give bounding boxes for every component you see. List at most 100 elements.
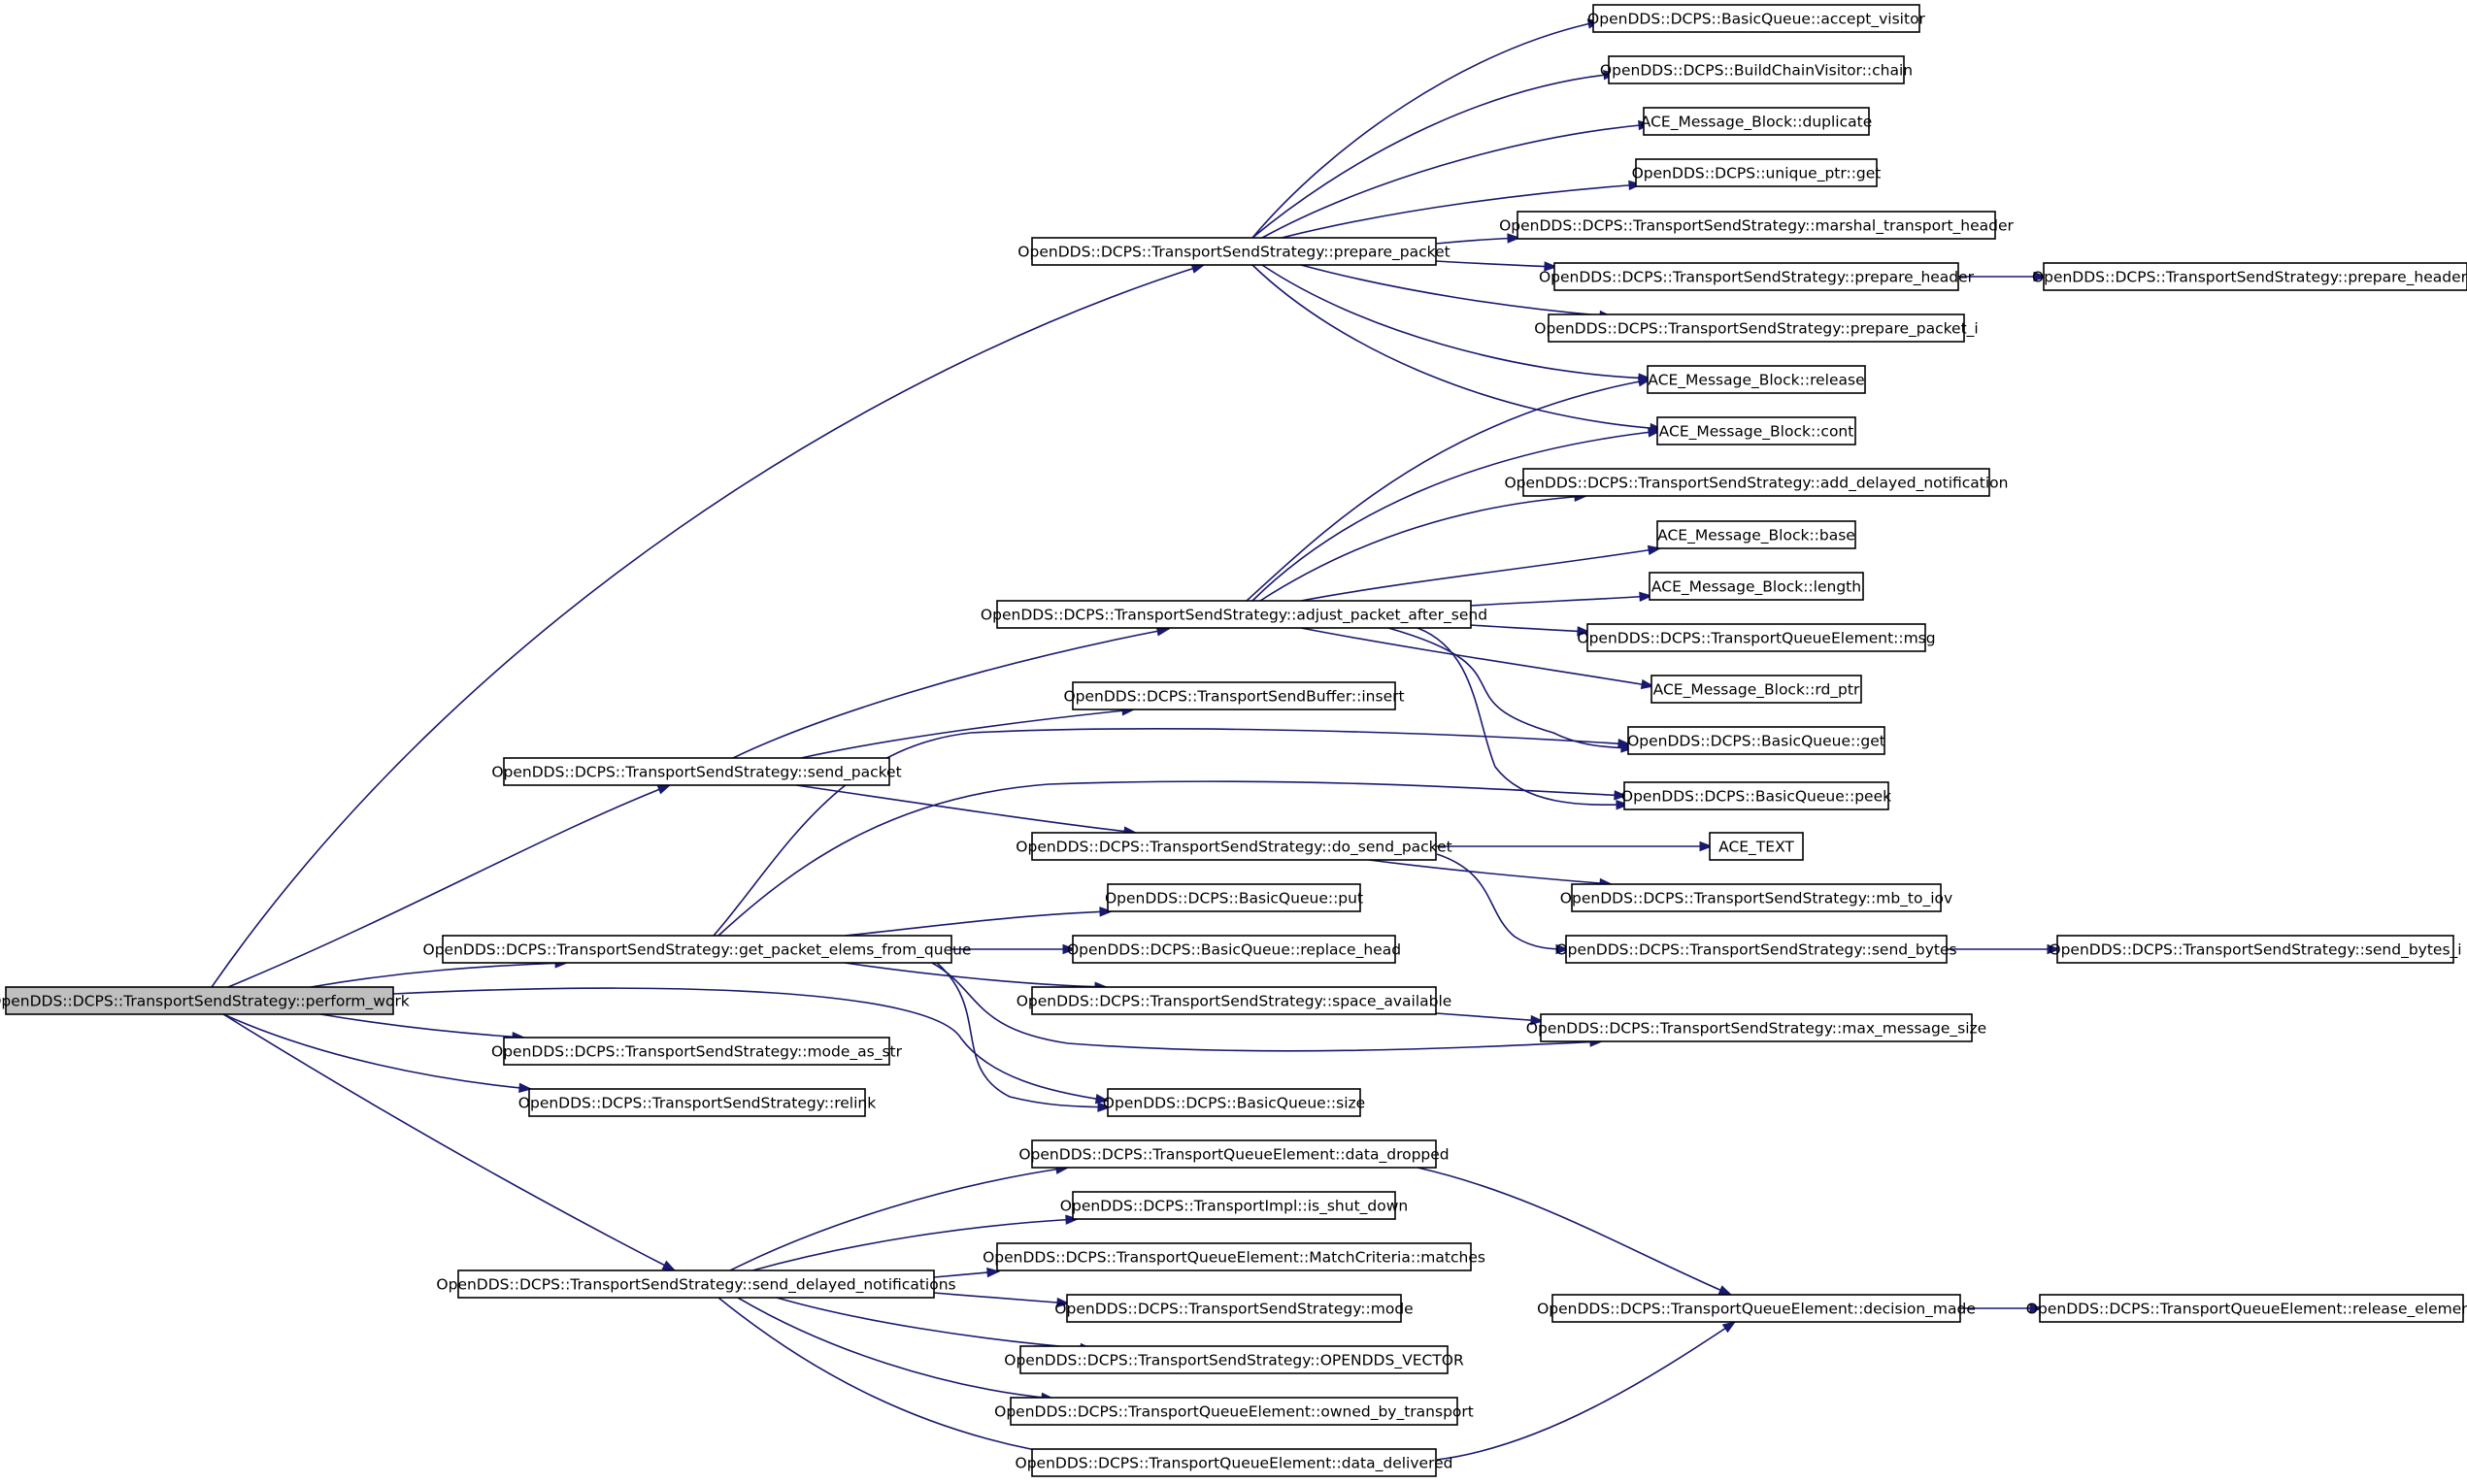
function-node-prepare-header-i[interactable]: OpenDDS::DCPS::TransportSendStrategy::pr… (2032, 262, 2467, 291)
node-box[interactable] (457, 1270, 935, 1299)
node-box[interactable] (503, 757, 890, 786)
function-node-prepare-header[interactable]: OpenDDS::DCPS::TransportSendStrategy::pr… (1539, 262, 1975, 291)
node-box[interactable] (1592, 4, 1920, 33)
function-node-owned-by-transport[interactable]: OpenDDS::DCPS::TransportQueueElement::ow… (994, 1397, 1474, 1426)
node-box[interactable] (1709, 832, 1804, 861)
node-box[interactable] (1107, 883, 1361, 912)
node-label: OpenDDS::DCPS::TransportSendStrategy::se… (1555, 941, 1956, 960)
function-node-ace-text[interactable]: ACE_TEXT (1709, 832, 1804, 861)
node-box[interactable] (1031, 832, 1437, 861)
node-box[interactable] (996, 1242, 1472, 1271)
function-node-add-delayed[interactable]: OpenDDS::DCPS::TransportSendStrategy::ad… (1504, 468, 2009, 497)
node-box[interactable] (1565, 935, 1948, 964)
node-box[interactable] (1031, 1139, 1437, 1169)
function-node-bq-replace-head[interactable]: OpenDDS::DCPS::BasicQueue::replace_head (1067, 935, 1401, 964)
function-node-bq-put[interactable]: OpenDDS::DCPS::BasicQueue::put (1105, 883, 1363, 912)
function-node-opendds-vector[interactable]: OpenDDS::DCPS::TransportSendStrategy::OP… (1004, 1345, 1464, 1374)
function-node-adjust-packet[interactable]: OpenDDS::DCPS::TransportSendStrategy::ad… (981, 600, 1487, 629)
node-label: ACE_Message_Block::cont (1659, 423, 1854, 442)
function-node-prepare-packet[interactable]: OpenDDS::DCPS::TransportSendStrategy::pr… (1017, 237, 1450, 266)
node-box[interactable] (1019, 1345, 1449, 1374)
node-box[interactable] (1031, 1448, 1437, 1477)
function-node-matches[interactable]: OpenDDS::DCPS::TransportQueueElement::Ma… (983, 1242, 1485, 1271)
function-node-buf-insert[interactable]: OpenDDS::DCPS::TransportSendBuffer::inse… (1063, 681, 1405, 710)
function-node-release-element[interactable]: OpenDDS::DCPS::TransportQueueElement::re… (2026, 1294, 2467, 1323)
function-node-send-bytes[interactable]: OpenDDS::DCPS::TransportSendStrategy::se… (1555, 935, 1957, 964)
node-box[interactable] (1517, 211, 1996, 240)
function-node-data-dropped[interactable]: OpenDDS::DCPS::TransportQueueElement::da… (1018, 1139, 1450, 1169)
node-box[interactable] (996, 600, 1472, 629)
function-node-send-bytes-i[interactable]: OpenDDS::DCPS::TransportSendStrategy::se… (2049, 935, 2462, 964)
node-box[interactable] (503, 1037, 890, 1066)
function-node-mb-base[interactable]: ACE_Message_Block::base (1656, 520, 1856, 549)
node-box[interactable] (5, 986, 394, 1015)
node-box[interactable] (1072, 1191, 1396, 1220)
node-box[interactable] (1066, 1294, 1402, 1323)
function-node-max-message-size[interactable]: OpenDDS::DCPS::TransportSendStrategy::ma… (1526, 1013, 1986, 1042)
node-box[interactable] (1571, 883, 1942, 912)
node-box[interactable] (1643, 107, 1870, 136)
function-node-accept-visitor[interactable]: OpenDDS::DCPS::BasicQueue::accept_visito… (1587, 4, 1926, 33)
node-box[interactable] (1551, 1294, 1961, 1323)
function-node-decision-made[interactable]: OpenDDS::DCPS::TransportQueueElement::de… (1537, 1294, 1976, 1323)
node-label: OpenDDS::DCPS::TransportSendStrategy::se… (491, 764, 901, 782)
node-box[interactable] (1647, 365, 1866, 394)
node-box[interactable] (1649, 572, 1864, 601)
node-box[interactable] (1635, 158, 1878, 187)
function-node-mb-length[interactable]: ACE_Message_Block::length (1649, 572, 1864, 601)
function-node-bq-peek[interactable]: OpenDDS::DCPS::BasicQueue::peek (1621, 781, 1891, 810)
node-box[interactable] (2043, 262, 2467, 291)
function-node-duplicate[interactable]: ACE_Message_Block::duplicate (1641, 107, 1873, 136)
function-node-mb-rd-ptr[interactable]: ACE_Message_Block::rd_ptr (1650, 675, 1862, 704)
node-box[interactable] (1650, 675, 1862, 704)
function-node-marshal-header[interactable]: OpenDDS::DCPS::TransportSendStrategy::ma… (1499, 211, 2015, 240)
function-node-bq-get[interactable]: OpenDDS::DCPS::BasicQueue::get (1627, 726, 1885, 755)
function-node-mb-to-iov[interactable]: OpenDDS::DCPS::TransportSendStrategy::mb… (1560, 883, 1952, 912)
node-box[interactable] (528, 1088, 866, 1117)
node-box[interactable] (1031, 237, 1437, 266)
node-box[interactable] (1656, 520, 1856, 549)
function-node-send-packet[interactable]: OpenDDS::DCPS::TransportSendStrategy::se… (491, 757, 902, 786)
node-box[interactable] (442, 935, 952, 964)
node-box[interactable] (1586, 623, 1926, 652)
function-node-tqe-msg[interactable]: OpenDDS::DCPS::TransportQueueElement::ms… (1577, 623, 1936, 652)
function-node-mb-cont[interactable]: ACE_Message_Block::cont (1656, 416, 1856, 445)
node-box[interactable] (1072, 681, 1396, 710)
node-box[interactable] (1522, 468, 1990, 497)
node-box[interactable] (1031, 986, 1437, 1015)
function-node-chain[interactable]: OpenDDS::DCPS::BuildChainVisitor::chain (1600, 55, 1913, 84)
function-node-send-delayed[interactable]: OpenDDS::DCPS::TransportSendStrategy::se… (436, 1270, 956, 1299)
function-node-space-available[interactable]: OpenDDS::DCPS::TransportSendStrategy::sp… (1017, 986, 1452, 1015)
function-node-prepare-packet-i[interactable]: OpenDDS::DCPS::TransportSendStrategy::pr… (1534, 313, 1979, 343)
node-label: OpenDDS::DCPS::TransportSendStrategy::OP… (1004, 1352, 1464, 1370)
node-box[interactable] (1623, 781, 1889, 810)
function-node-get-packet-elems[interactable]: OpenDDS::DCPS::TransportSendStrategy::ge… (423, 935, 972, 964)
node-box[interactable] (1627, 726, 1885, 755)
function-node-mb-release[interactable]: ACE_Message_Block::release (1647, 365, 1866, 394)
node-box[interactable] (1553, 262, 1959, 291)
node-box[interactable] (1548, 313, 1965, 343)
node-box[interactable] (2039, 1294, 2464, 1323)
function-node-mode-as-str[interactable]: OpenDDS::DCPS::TransportSendStrategy::mo… (491, 1037, 903, 1066)
arrow-head-icon (1097, 1102, 1112, 1112)
function-node-relink[interactable]: OpenDDS::DCPS::TransportSendStrategy::re… (518, 1088, 876, 1117)
node-box[interactable] (1656, 416, 1856, 445)
function-node-mode[interactable]: OpenDDS::DCPS::TransportSendStrategy::mo… (1054, 1294, 1414, 1323)
call-edge-prepare_packet-to-unique_ptr_get (1281, 183, 1642, 239)
node-box[interactable] (1608, 55, 1905, 84)
node-box[interactable] (1107, 1088, 1361, 1117)
node-label: OpenDDS::DCPS::TransportSendStrategy::pr… (1017, 244, 1450, 262)
function-node-is-shut-down[interactable]: OpenDDS::DCPS::TransportImpl::is_shut_do… (1060, 1191, 1408, 1220)
function-node-do-send-packet[interactable]: OpenDDS::DCPS::TransportSendStrategy::do… (1016, 832, 1452, 861)
function-node-unique-ptr-get[interactable]: OpenDDS::DCPS::unique_ptr::get (1632, 158, 1882, 187)
function-node-bq-size[interactable]: OpenDDS::DCPS::BasicQueue::size (1103, 1088, 1365, 1117)
function-node-data-delivered[interactable]: OpenDDS::DCPS::TransportQueueElement::da… (1016, 1448, 1453, 1477)
node-box[interactable] (1072, 935, 1396, 964)
node-label: OpenDDS::DCPS::TransportSendStrategy::ma… (1526, 1020, 1986, 1039)
node-box[interactable] (1010, 1397, 1458, 1426)
node-label: ACE_Message_Block::length (1651, 578, 1861, 597)
node-box[interactable] (2056, 935, 2454, 964)
function-node-perform-work[interactable]: OpenDDS::DCPS::TransportSendStrategy::pe… (0, 986, 410, 1015)
node-box[interactable] (1540, 1013, 1973, 1042)
